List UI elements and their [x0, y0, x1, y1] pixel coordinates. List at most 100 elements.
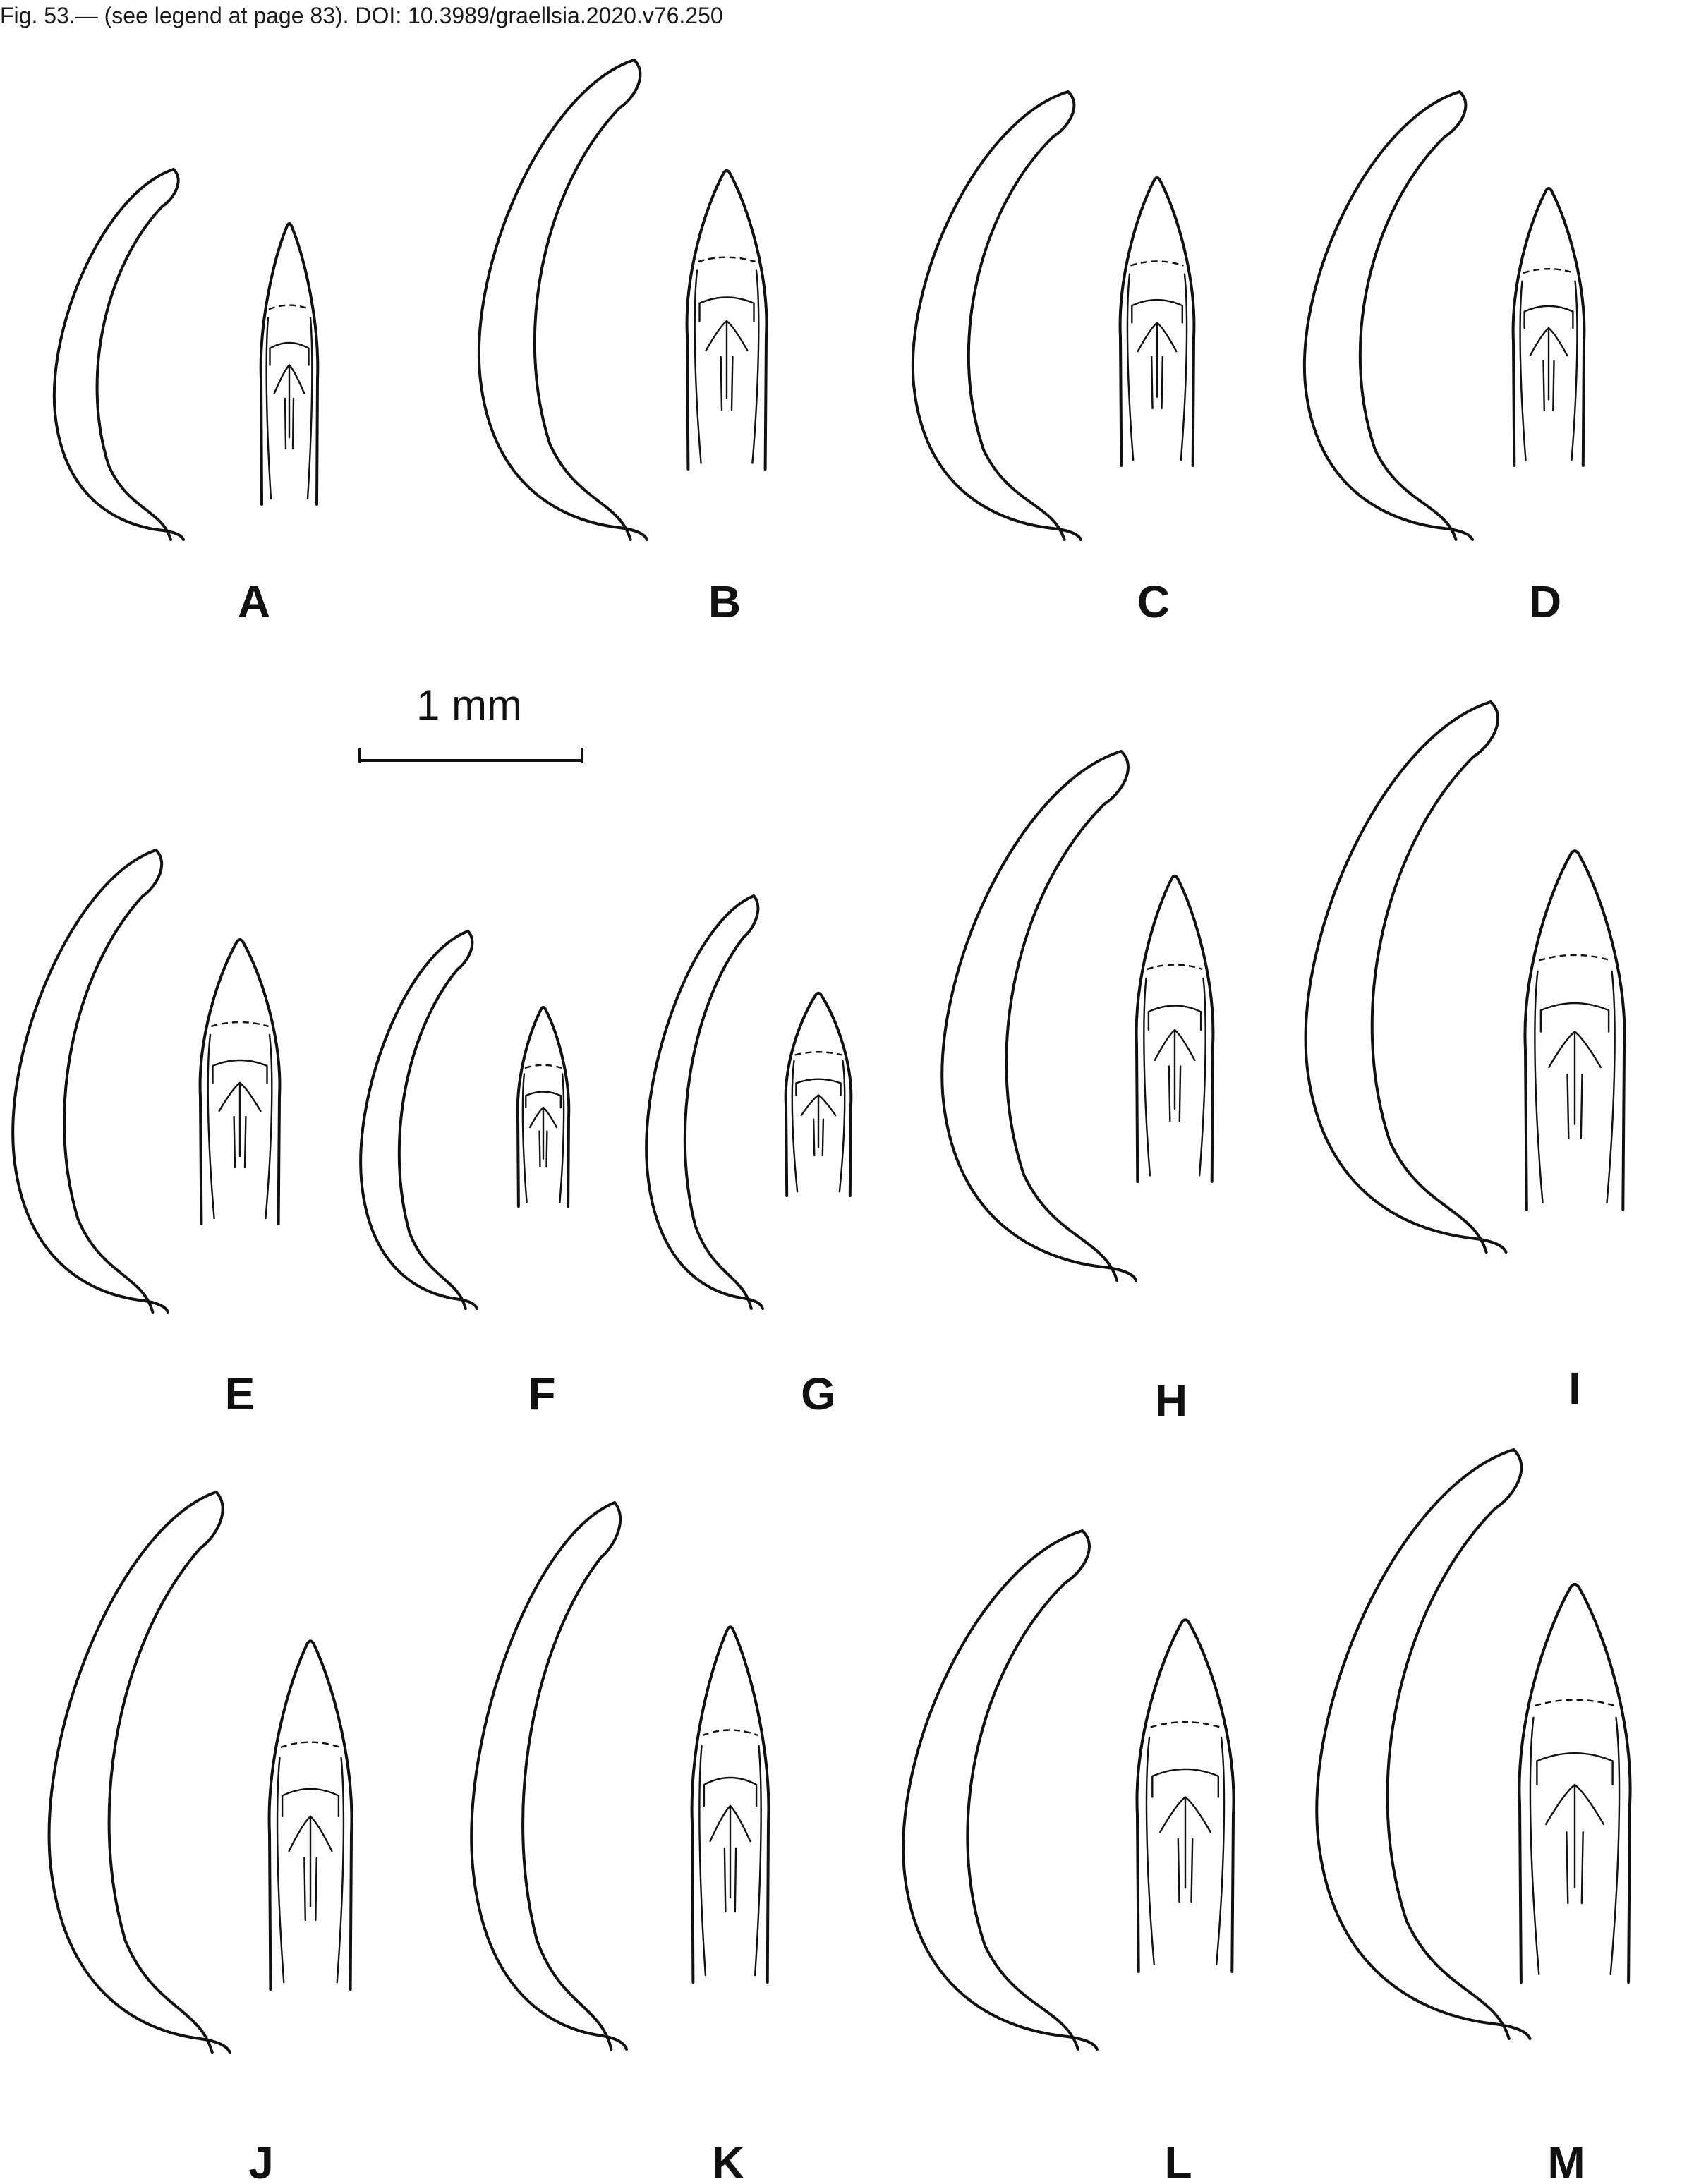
specimen-dorsal-outline [198, 938, 282, 1225]
specimen-m [1315, 1448, 1632, 2040]
figure-caption: Fig. 53.— (see legend at page 83). DOI: … [0, 3, 723, 28]
specimen-c [912, 90, 1196, 541]
specimen-transverse-band [269, 341, 310, 366]
specimen-central-structure [288, 1815, 333, 1922]
specimen-dorsal-outline [1518, 1582, 1632, 1984]
specimen-central-structure [1548, 1030, 1602, 1140]
specimen-drawings [11, 59, 1632, 2054]
specimen-lateral-outline [940, 750, 1137, 1282]
specimen-lateral-outline [52, 168, 185, 541]
specimen-dorsal-outline [516, 1005, 571, 1208]
scale-bar: 1 mm [358, 681, 583, 763]
specimen-inner-wall [1145, 1737, 1226, 1966]
specimen-f [359, 930, 571, 1310]
specimen-dorsal-outline [259, 222, 320, 506]
specimen-central-structure [1544, 1783, 1605, 1905]
specimen-e [11, 849, 282, 1314]
specimen-l [902, 1529, 1235, 2051]
specimen-inner-wall [521, 1073, 565, 1203]
specimen-inner-wall [276, 1757, 345, 1984]
specimen-transverse-band [795, 1078, 842, 1096]
specimen-h [940, 750, 1215, 1282]
specimen-dorsal-outline [784, 991, 853, 1197]
specimen-inner-wall [1534, 970, 1616, 1204]
specimen-transverse-band [212, 1059, 268, 1084]
specimen-transverse-band [703, 1776, 758, 1807]
specimen-central-structure [218, 1081, 262, 1169]
specimen-k [470, 1501, 770, 2051]
panel-label-e: E [225, 1369, 255, 1419]
specimen-dashed-line [1150, 1721, 1221, 1728]
specimen-dorsal-outline [1135, 874, 1215, 1183]
specimen-transverse-band [1523, 305, 1574, 329]
specimen-d [1303, 90, 1586, 541]
specimen-lateral-outline [478, 59, 648, 541]
specimen-lateral-outline [359, 930, 478, 1310]
specimen-dorsal-outline [1523, 849, 1626, 1211]
specimen-dashed-line [268, 304, 310, 310]
specimen-dashed-line [280, 1741, 341, 1749]
specimen-lateral-outline [47, 1491, 231, 2054]
panel-label-f: F [528, 1369, 555, 1419]
specimen-dashed-line [1147, 964, 1203, 971]
specimen-lateral-outline [1303, 90, 1474, 541]
specimen-a [52, 168, 320, 541]
specimen-dashed-line [794, 1051, 842, 1056]
specimen-inner-wall [1519, 280, 1578, 461]
specimen-central-structure [709, 1804, 751, 1913]
specimen-b [478, 59, 768, 541]
specimen-transverse-band [1147, 1005, 1202, 1031]
panel-label-c: C [1137, 576, 1170, 627]
specimen-lateral-outline [645, 894, 764, 1310]
specimen-dashed-line [1535, 1699, 1615, 1707]
specimen-dashed-line [211, 1021, 269, 1028]
specimen-g [645, 894, 853, 1310]
specimen-lateral-outline [1315, 1448, 1532, 2040]
panel-label-k: K [712, 2137, 744, 2184]
specimen-transverse-band [698, 296, 755, 322]
specimen-dashed-line [702, 1729, 758, 1737]
specimen-central-structure [1529, 327, 1568, 412]
specimen-central-structure [273, 363, 305, 450]
specimen-dashed-line [698, 256, 756, 263]
panel-label-i: I [1568, 1363, 1581, 1414]
specimen-central-structure [800, 1094, 837, 1157]
panel-label-b: B [708, 576, 741, 627]
specimen-lateral-outline [1304, 700, 1508, 1254]
specimen-transverse-band [1536, 1752, 1614, 1786]
specimen-inner-wall [1126, 273, 1188, 461]
panel-label-h: H [1155, 1376, 1187, 1426]
specimen-dorsal-outline [267, 1639, 353, 1991]
specimen-dashed-line [1130, 260, 1185, 267]
specimen-inner-wall [791, 1060, 846, 1193]
specimen-dorsal-outline [1135, 1618, 1235, 1973]
specimen-transverse-band [281, 1788, 340, 1818]
panel-label-m: M [1547, 2137, 1585, 2184]
specimen-inner-wall [698, 1745, 762, 1977]
specimen-transverse-band [1539, 1002, 1610, 1033]
specimen-lateral-outline [912, 90, 1082, 541]
specimen-central-structure [1154, 1029, 1196, 1122]
panel-label-a: A [238, 576, 270, 627]
specimen-i [1304, 700, 1626, 1254]
specimen-dashed-line [1538, 954, 1611, 961]
specimen-central-structure [1159, 1795, 1211, 1903]
panel-label-j: J [248, 2137, 274, 2184]
panel-label-g: G [801, 1369, 836, 1419]
specimen-inner-wall [694, 269, 760, 464]
panel-label-l: L [1164, 2137, 1192, 2184]
panel-label-d: D [1529, 576, 1561, 627]
specimen-lateral-outline [902, 1529, 1099, 2051]
specimen-transverse-band [1131, 299, 1183, 324]
specimen-dorsal-outline [685, 169, 768, 471]
specimen-dorsal-outline [690, 1625, 770, 1984]
specimen-j [47, 1491, 353, 2054]
specimen-central-structure [1137, 321, 1178, 410]
specimen-inner-wall [1143, 977, 1206, 1177]
specimen-dashed-line [524, 1064, 562, 1069]
specimen-central-structure [528, 1106, 558, 1168]
specimen-dorsal-outline [1118, 176, 1196, 467]
specimen-transverse-band [525, 1091, 562, 1109]
specimen-inner-wall [265, 317, 313, 500]
